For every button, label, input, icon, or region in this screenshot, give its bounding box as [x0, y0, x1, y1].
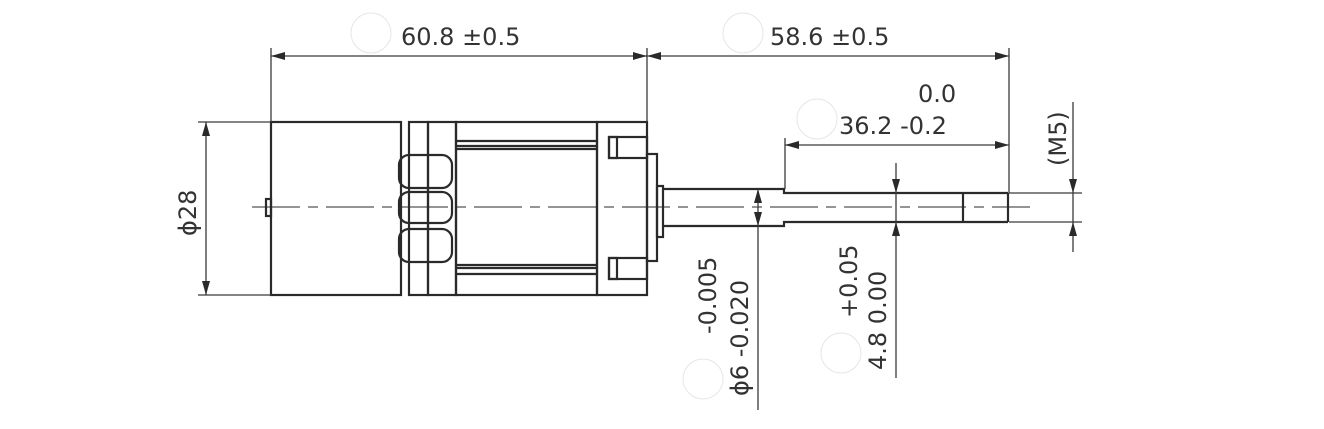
flat-width-label: 4.8 0.00: [864, 271, 892, 370]
callout-bubble: [682, 358, 724, 400]
motor-rear-housing: [264, 120, 403, 297]
shaft-reduced-length-label: 36.2 -0.2: [839, 112, 947, 140]
callout-bubble: [796, 98, 838, 140]
body-diameter-label: ϕ28: [174, 190, 202, 236]
callout-bubble: [820, 332, 862, 374]
flat-width-upper-tol: +0.05: [835, 244, 863, 318]
shaft-diameter-upper-tol: -0.005: [694, 257, 722, 334]
front-flange: [595, 120, 665, 297]
thread-label: (M5): [1044, 111, 1072, 166]
dimension-body-diameter: ϕ28: [174, 121, 271, 296]
shaft-reduced-upper-tol: 0.0: [918, 80, 956, 108]
callout-bubble: [722, 12, 764, 54]
shaft-total-length-label: 58.6 ±0.5: [770, 23, 889, 51]
callout-bubble: [350, 12, 392, 54]
dimension-shaft-reduced-length: 0.0 36.2 -0.2: [784, 80, 1009, 189]
gearbox-main-body: [454, 120, 599, 297]
shaft-diameter-label: ϕ6 -0.020: [726, 280, 754, 396]
dimension-thread: (M5): [1009, 102, 1082, 252]
dimension-motor-length: 60.8 ±0.5: [270, 23, 648, 122]
dimension-flat-width: +0.05 4.8 0.00: [835, 163, 900, 378]
gearbox-ring-section: [397, 120, 458, 297]
motor-length-label: 60.8 ±0.5: [401, 23, 520, 51]
dimension-shaft-total-length: 58.6 ±0.5: [647, 23, 1010, 193]
dimension-shaft-diameter: -0.005 ϕ6 -0.020: [694, 189, 762, 410]
